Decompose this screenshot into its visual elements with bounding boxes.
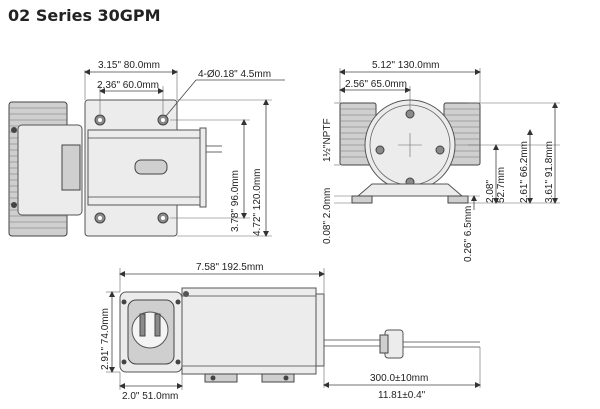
pump-end-view-icon: 5.12" 130.0mm 2.56" 65.0mm 1½"NPTF 0.08"… [322,60,560,262]
dim-cable-length-in: 11.81±0.4" [378,390,426,401]
pump-top-view-icon: 3.15" 80.0mm 2.36" 60.0mm 4-Ø0.18" 4.5mm… [8,60,285,237]
dim-top-height-inner: 3.78" 96.0mm [230,170,241,232]
page-title: 02 Series 30GPM [8,6,161,25]
pump-side-view-icon: 7.58" 192.5mm 2.91" 74.0mm 2.0" 51.0mm 3… [100,262,481,402]
dim-cable-length-mm: 300.0±10mm [370,373,428,384]
dim-side-height: 2.91" 74.0mm [100,308,111,370]
dim-top-height-outer: 4.72" 120.0mm [252,169,263,236]
dim-side-length: 7.58" 192.5mm [196,262,263,273]
dim-end-h-91: 3.61" 91.8mm [544,141,555,203]
dim-end-h-66: 2.61" 66.2mm [519,141,530,203]
dim-hole-spec: 4-Ø0.18" 4.5mm [198,69,271,80]
dim-side-base: 2.0" 51.0mm [122,391,178,402]
dim-end-width-outer: 5.12" 130.0mm [372,60,439,71]
dim-foot-gap: 0.26" 6.5mm [463,206,474,262]
dim-top-width-outer: 3.15" 80.0mm [98,60,160,71]
dim-top-width-inner: 2.36" 60.0mm [97,80,159,91]
dim-port-thread: 1½"NPTF [322,118,333,162]
dim-base-height-small: 0.08" 2.0mm [322,188,333,244]
dim-end-width-inner: 2.56" 65.0mm [345,79,407,90]
dim-end-h-52: 2.08"52.7mm [485,167,507,203]
